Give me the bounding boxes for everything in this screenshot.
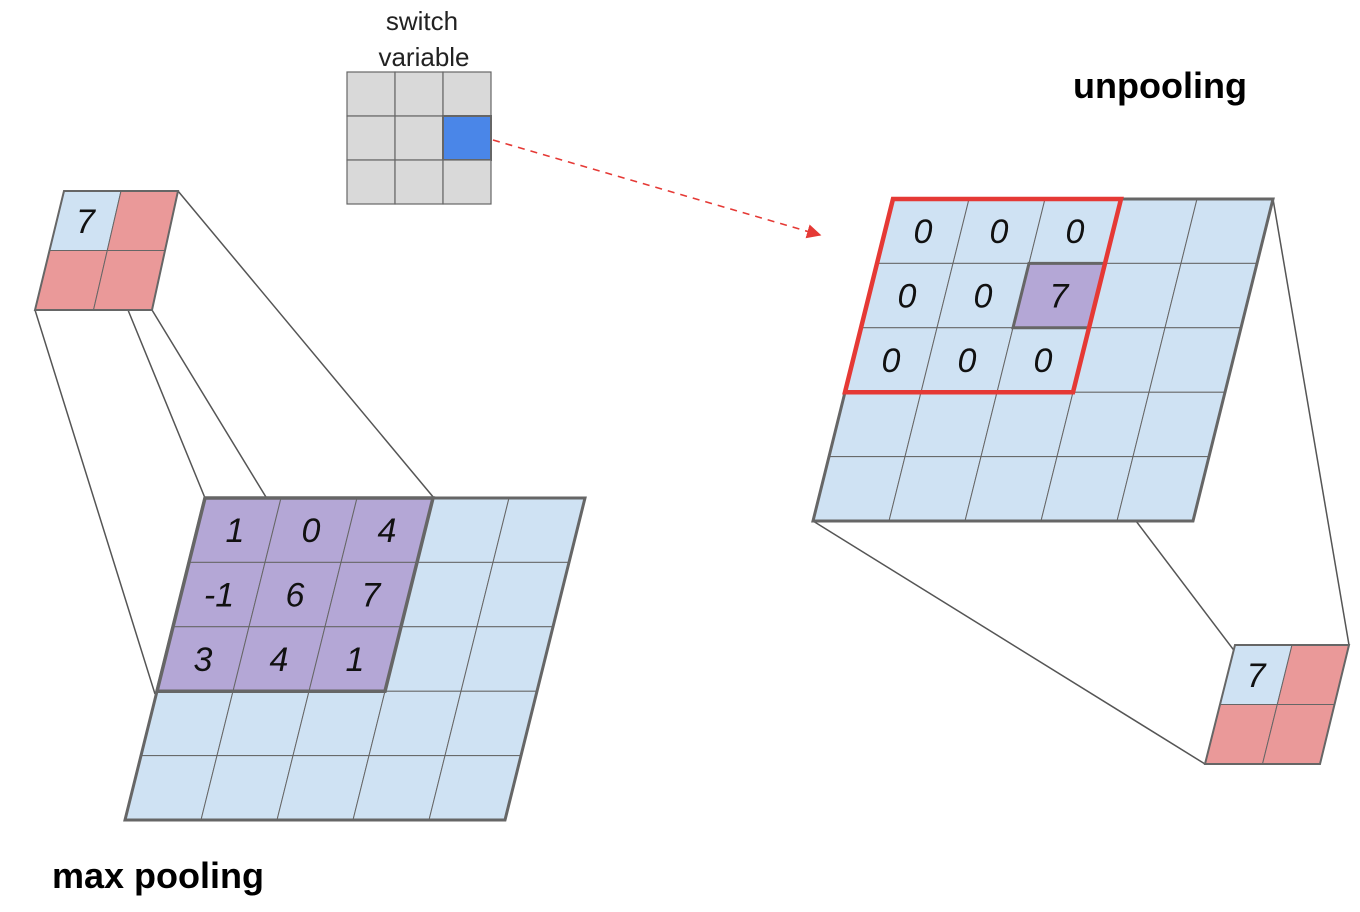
max-pooling-title: max pooling xyxy=(52,855,264,896)
switch-cell xyxy=(394,115,444,161)
mp-input-border xyxy=(123,496,587,822)
switch-cell xyxy=(394,159,444,205)
up-output-border xyxy=(811,197,1275,523)
up-output-value: 0 xyxy=(914,213,933,251)
up-output-value: 0 xyxy=(1034,342,1053,380)
unpooling-title: unpooling xyxy=(1073,65,1247,106)
mp-input-value: 1 xyxy=(346,641,365,679)
switch-variable-grid xyxy=(346,71,492,205)
switch-cell xyxy=(394,71,444,117)
switch-variable-label-line2: variable xyxy=(378,42,469,72)
switch-cell xyxy=(346,71,396,117)
mp-window-border xyxy=(154,496,436,693)
mp-output-value: 7 xyxy=(76,203,96,241)
up-output-value: 0 xyxy=(990,213,1009,251)
switch-cell xyxy=(346,115,396,161)
mp-input-value: 4 xyxy=(270,641,289,679)
projection-line xyxy=(1272,198,1350,646)
mp-output-border xyxy=(33,190,180,311)
up-output-value: 7 xyxy=(1050,278,1070,316)
mp-input-value: 3 xyxy=(194,641,213,679)
max-pooling-input-grid: 1 0 4 -1 6 7 3 4 1 xyxy=(123,496,587,822)
unpooling-input-grid: 7 xyxy=(1203,644,1351,765)
switch-arrow xyxy=(492,139,822,239)
up-output-value: 0 xyxy=(958,342,977,380)
switch-cell xyxy=(346,159,396,205)
mp-input-value: 1 xyxy=(226,512,245,550)
up-input-border xyxy=(1203,644,1351,765)
up-output-value: 0 xyxy=(898,278,917,316)
up-input-value: 7 xyxy=(1247,657,1267,695)
max-pooling-output-grid: 7 xyxy=(33,190,180,311)
up-output-value: 0 xyxy=(882,342,901,380)
unpooling-output-grid: 0 0 0 0 0 7 0 0 0 xyxy=(811,196,1275,523)
mp-input-value: 0 xyxy=(302,512,321,550)
mp-input-value: 6 xyxy=(286,577,305,615)
up-output-value: 0 xyxy=(1066,213,1085,251)
up-output-value: 0 xyxy=(974,278,993,316)
switch-cell xyxy=(442,71,492,117)
switch-active-cell xyxy=(442,115,492,161)
switch-variable-label-line1: switch xyxy=(386,6,458,36)
switch-cell xyxy=(442,159,492,205)
projection-line xyxy=(127,309,206,499)
projection-line xyxy=(812,520,1206,765)
projection-line xyxy=(177,190,435,499)
projection-lines xyxy=(34,190,1350,765)
up-window-highlight xyxy=(842,196,1124,395)
projection-line xyxy=(34,309,156,695)
mp-input-value: 7 xyxy=(362,577,382,615)
mp-input-value: -1 xyxy=(204,577,234,615)
mp-input-value: 4 xyxy=(378,512,397,550)
